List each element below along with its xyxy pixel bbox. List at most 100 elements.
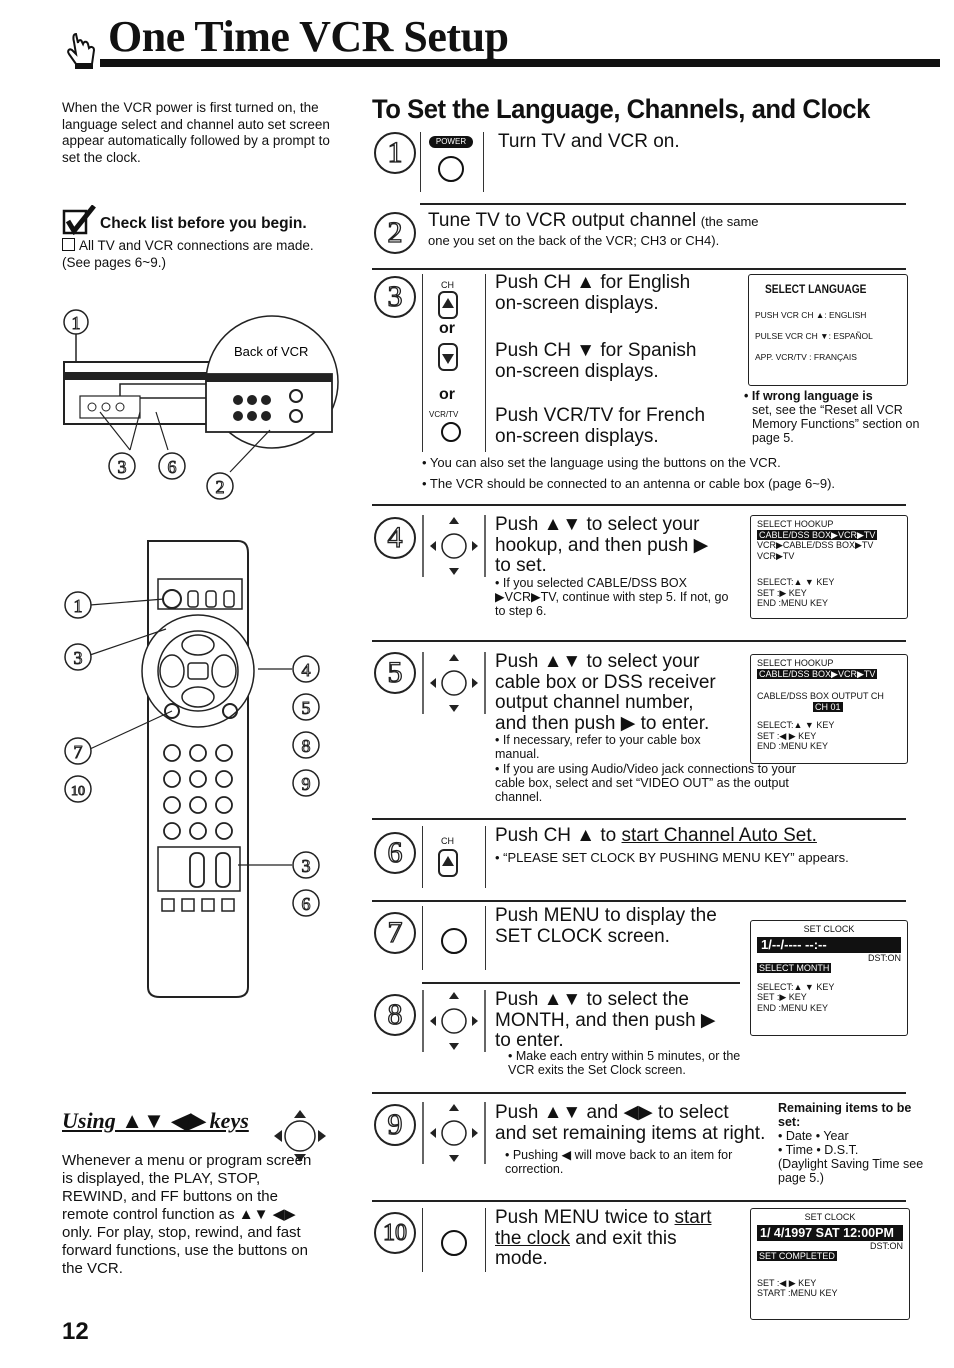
remote-callout-3b: 3 xyxy=(302,856,311,876)
osd-line: SET CLOCK xyxy=(804,1212,856,1222)
remaining-items-note: (Daylight Saving Time see page 5.) xyxy=(778,1157,924,1185)
step-2-text-note-2: one you set on the back of the VCR; CH3 … xyxy=(428,232,720,248)
divider xyxy=(372,818,906,820)
step-10-number: 10 xyxy=(374,1212,416,1254)
or-label-2: or xyxy=(439,386,455,403)
remaining-item: • Date • Year xyxy=(778,1129,849,1143)
step-4-text: Push ▲▼ to select your hookup, and then … xyxy=(495,514,745,577)
step-8-line: to enter. xyxy=(495,1030,564,1051)
step-1-number: 1 xyxy=(374,132,416,174)
step-2-number: 2 xyxy=(374,212,416,254)
wrong-language-note: • If wrong language is set, see the “Res… xyxy=(744,389,924,445)
remote-callout-7: 7 xyxy=(74,742,83,762)
osd-language-line: PUSH VCR CH ▲: ENGLISH xyxy=(755,309,867,320)
step-3-spanish: Push CH ▼ for Spanish on-screen displays… xyxy=(495,340,745,382)
english-line-2: on-screen displays. xyxy=(495,292,659,314)
osd-language-title: SELECT LANGUAGE xyxy=(765,282,867,296)
osd-highlight: CABLE/DSS BOX▶VCR▶TV xyxy=(757,529,878,540)
dpad-icon xyxy=(422,515,486,577)
english-line-1: Push CH ▲ for English xyxy=(495,272,691,293)
french-line-1: Push VCR/TV for French xyxy=(495,405,706,426)
step-1-button-box: POWER xyxy=(420,132,484,192)
step-10-line-underlined: start xyxy=(674,1207,712,1228)
osd-line: VCR▶CABLE/DSS BOX▶TV xyxy=(757,540,874,550)
osd-line: CABLE/DSS BOX OUTPUT CH xyxy=(757,691,884,701)
intro-text: When the VCR power is first turned on, t… xyxy=(62,100,330,165)
remote-callout-10: 10 xyxy=(71,784,85,799)
ch-label: CH xyxy=(441,836,454,846)
menu-button-icon xyxy=(441,928,467,954)
step-6-line: Push CH ▲ to xyxy=(495,825,617,846)
divider xyxy=(372,900,906,902)
remote-callout-4: 4 xyxy=(302,660,311,680)
osd-cable-output: SELECT HOOKUP CABLE/DSS BOX▶VCR▶TV CABLE… xyxy=(750,654,908,764)
remote-callout-8: 8 xyxy=(302,736,311,756)
step-10-line: Push MENU twice to xyxy=(495,1207,670,1228)
spanish-line-1: Push CH ▼ for Spanish xyxy=(495,340,697,361)
divider xyxy=(372,640,906,642)
vcr-callout-3: 3 xyxy=(118,457,127,477)
divider xyxy=(420,203,906,205)
step-7-text: Push MENU to display the SET CLOCK scree… xyxy=(495,905,745,947)
step-4-note: • If you selected CABLE/DSS BOX ▶VCR▶TV,… xyxy=(495,576,729,618)
divider xyxy=(372,1092,906,1094)
remote-callout-1: 1 xyxy=(74,596,83,616)
step-6-line-underlined: start Channel Auto Set. xyxy=(621,825,817,846)
osd-clock-display: 1/--/---- --:-- xyxy=(757,936,901,953)
dpad-icon xyxy=(422,1102,486,1164)
osd-line: DST:ON xyxy=(869,1240,903,1251)
vcr-callout-6: 6 xyxy=(168,457,177,477)
vcrtv-button-icon xyxy=(441,422,461,442)
step-9-line: Push ▲▼ and ◀▶ to select xyxy=(495,1102,729,1123)
step-2-text: Tune TV to VCR output channel (the same … xyxy=(428,210,908,250)
section-heading: To Set the Language, Channels, and Clock xyxy=(372,94,870,124)
ch-label: CH xyxy=(441,280,454,290)
step-8-text: Push ▲▼ to select the MONTH, and then pu… xyxy=(495,989,745,1052)
step-10-button-box xyxy=(422,1208,486,1272)
dpad-icon xyxy=(422,990,486,1052)
osd-line: SET :▶ KEY xyxy=(757,587,807,598)
osd-line: END :MENU KEY xyxy=(757,1002,829,1013)
pointing-hand-icon xyxy=(67,32,96,69)
divider xyxy=(372,504,906,506)
page-title: One Time VCR Setup xyxy=(108,12,509,61)
step-3-french: Push VCR/TV for French on-screen display… xyxy=(495,405,745,447)
step-6-note: • “PLEASE SET CLOCK BY PUSHING MENU KEY”… xyxy=(495,850,849,865)
step-2-text-note-1: (the same xyxy=(700,214,759,229)
step-5-line: Push ▲▼ to select your xyxy=(495,651,700,672)
dpad-icon xyxy=(274,1110,326,1162)
french-line-2: on-screen displays. xyxy=(495,425,659,447)
ch-up-icon xyxy=(438,291,458,319)
step-9-text: Push ▲▼ and ◀▶ to select and set remaini… xyxy=(495,1102,785,1144)
step-10-line: mode. xyxy=(495,1248,548,1269)
osd-language-line: APP. VCR/TV : FRANÇAIS xyxy=(755,351,857,362)
step-1-text: Turn TV and VCR on. xyxy=(498,131,680,152)
ch-up-icon xyxy=(438,849,458,877)
step-4-number: 4 xyxy=(374,517,416,559)
title-rule xyxy=(100,59,940,67)
step-8-line: MONTH, and then push ▶ xyxy=(495,1009,716,1031)
step-3-number: 3 xyxy=(374,276,416,318)
step-10-line: and exit this xyxy=(575,1227,677,1249)
spanish-line-2: on-screen displays. xyxy=(495,360,659,382)
remote-callout-6: 6 xyxy=(302,894,311,914)
step-5-note-1: • If necessary, refer to your cable box … xyxy=(495,733,701,761)
step-6-number: 6 xyxy=(374,832,416,874)
dpad-icon xyxy=(422,652,486,714)
step-10-text: Push MENU twice to start the clock and e… xyxy=(495,1207,745,1270)
osd-line: SELECT HOOKUP xyxy=(757,658,834,668)
power-button-icon xyxy=(438,156,464,182)
remaining-item: • Time • D.S.T. xyxy=(778,1143,859,1157)
step-7-button-box xyxy=(422,906,486,970)
menu-button-icon xyxy=(441,1230,467,1256)
osd-line: SET CLOCK xyxy=(803,924,855,934)
osd-line: SET :◀ ▶ KEY xyxy=(757,730,817,741)
ch-down-icon xyxy=(438,343,458,371)
osd-set-completed: SET CLOCK 1/ 4/1997 SAT 12:00PM DST:ON S… xyxy=(750,1208,910,1320)
step-3-button-box: CH or or VCR/TV xyxy=(422,274,486,452)
step-8-note: • Make each entry within 5 minutes, or t… xyxy=(508,1049,741,1077)
page-number: 12 xyxy=(62,1318,89,1345)
using-keys-body: Whenever a menu or program screen is dis… xyxy=(62,1152,312,1277)
remote-callout-5: 5 xyxy=(302,698,311,718)
osd-line: SELECT HOOKUP xyxy=(757,519,834,529)
